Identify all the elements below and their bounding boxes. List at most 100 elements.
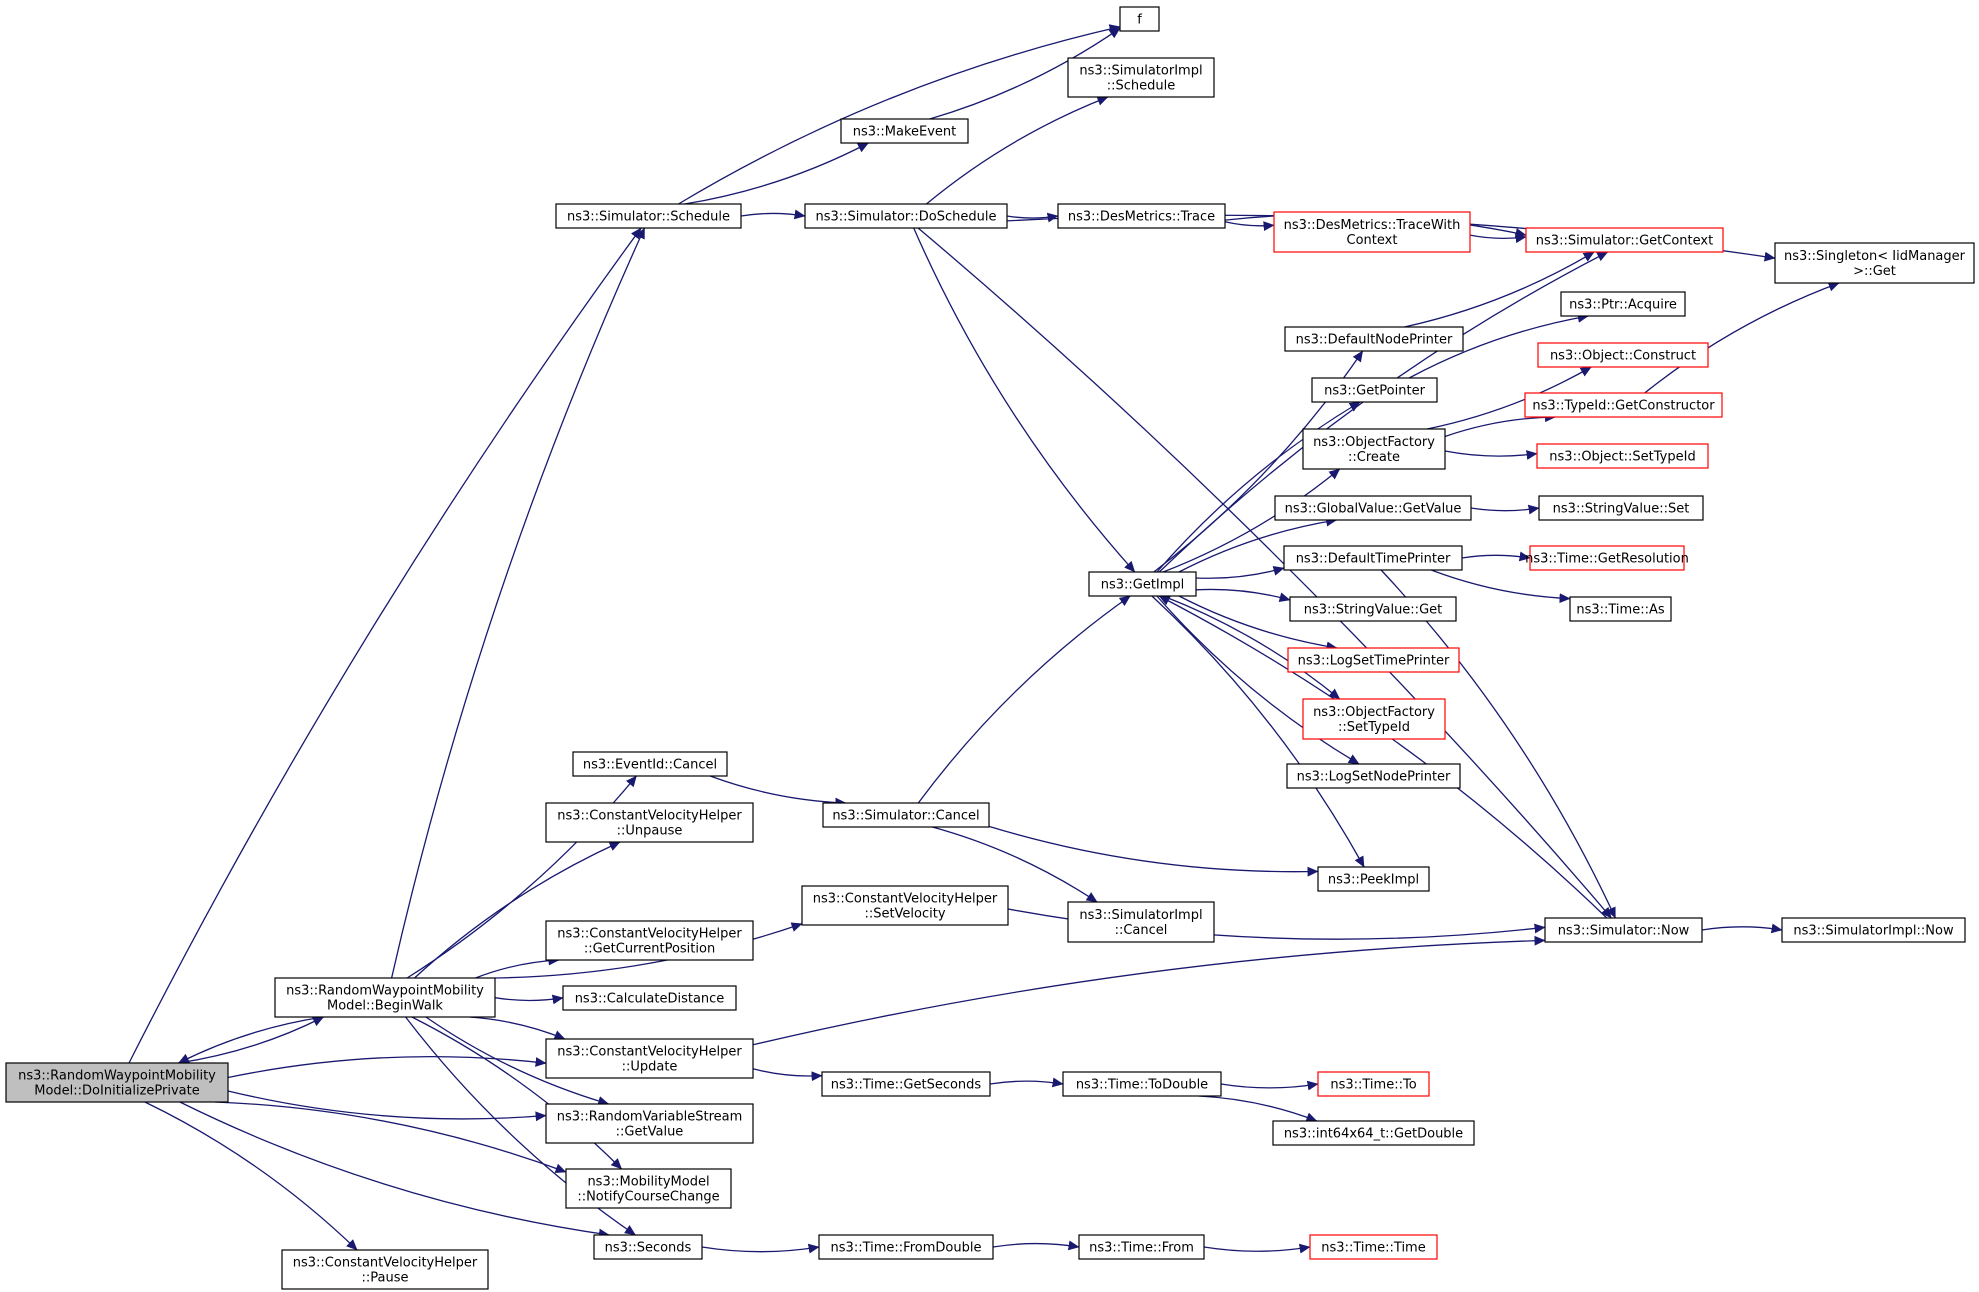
node-label: ns3::TypeId::GetConstructor bbox=[1532, 399, 1715, 414]
node-singleton-get[interactable]: ns3::Singleton< IidManager>::Get bbox=[1774, 242, 1975, 284]
node-cvh-unpause[interactable]: ns3::ConstantVelocityHelper::Unpause bbox=[545, 802, 754, 843]
node-label: ns3::int64x64_t::GetDouble bbox=[1284, 1127, 1463, 1142]
edge-begin_walk-to-cvh_unpause bbox=[414, 841, 621, 979]
node-simimpl-schedule[interactable]: ns3::SimulatorImpl::Schedule bbox=[1067, 57, 1215, 98]
edge-get_pointer-to-ptr_acquire bbox=[1408, 312, 1589, 379]
node-time-todouble[interactable]: ns3::Time::ToDouble bbox=[1062, 1071, 1222, 1097]
node-box bbox=[1302, 698, 1446, 740]
node-label: Model::BeginWalk bbox=[327, 999, 443, 1014]
edge-begin_walk-to-cvh_setvelocity bbox=[494, 922, 803, 979]
node-label: ns3::MakeEvent bbox=[853, 125, 957, 140]
node-default-time-printer[interactable]: ns3::DefaultTimePrinter bbox=[1283, 545, 1463, 571]
node-label: ns3::GetImpl bbox=[1101, 578, 1185, 593]
node-objfactory-settypeid[interactable]: ns3::ObjectFactory::SetTypeId bbox=[1302, 698, 1446, 740]
edge-time_getseconds-to-time_todouble bbox=[989, 1077, 1064, 1088]
node-get-pointer[interactable]: ns3::GetPointer bbox=[1311, 377, 1438, 403]
node-box bbox=[1317, 1071, 1430, 1097]
node-label: ::SetTypeId bbox=[1338, 720, 1410, 735]
node-label: ::GetCurrentPosition bbox=[584, 942, 715, 957]
edge-begin_walk-to-calculate_distance bbox=[494, 994, 564, 1005]
node-peek-impl[interactable]: ns3::PeekImpl bbox=[1317, 866, 1430, 892]
node-ptr-acquire[interactable]: ns3::Ptr::Acquire bbox=[1560, 291, 1686, 317]
node-box bbox=[5, 1062, 229, 1103]
node-box bbox=[1273, 211, 1471, 253]
node-label: ::Cancel bbox=[1115, 923, 1168, 938]
node-simimpl-now[interactable]: ns3::SimulatorImpl::Now bbox=[1781, 917, 1966, 943]
node-time-as[interactable]: ns3::Time::As bbox=[1569, 596, 1672, 622]
edge-get_impl-to-default_time_printer bbox=[1195, 566, 1285, 579]
node-begin-walk[interactable]: ns3::RandomWaypointMobilityModel::BeginW… bbox=[274, 977, 496, 1018]
node-mm-notifycoursechange[interactable]: ns3::MobilityModel::NotifyCourseChange bbox=[565, 1168, 732, 1209]
edge-sim_now-to-get_impl bbox=[1158, 595, 1608, 919]
node-label: ns3::ConstantVelocityHelper bbox=[813, 892, 998, 907]
node-box bbox=[281, 1249, 489, 1290]
edge-get_impl-to-stringvalue_get bbox=[1195, 588, 1291, 603]
edge-sim_doschedule-to-get_impl bbox=[913, 227, 1136, 573]
node-label: ns3::Time::GetResolution bbox=[1525, 552, 1689, 567]
node-seconds[interactable]: ns3::Seconds bbox=[593, 1234, 703, 1260]
node-stringvalue-set[interactable]: ns3::StringValue::Set bbox=[1538, 495, 1704, 521]
node-box bbox=[1560, 291, 1686, 317]
node-rvs-getvalue[interactable]: ns3::RandomVariableStream::GetValue bbox=[545, 1103, 754, 1144]
node-default-node-printer[interactable]: ns3::DefaultNodePrinter bbox=[1284, 326, 1464, 352]
edge-cvh_update-to-time_getseconds bbox=[752, 1068, 823, 1082]
node-label: ns3::SimulatorImpl bbox=[1079, 908, 1202, 923]
node-get-impl[interactable]: ns3::GetImpl bbox=[1088, 571, 1197, 597]
node-sim-getcontext[interactable]: ns3::Simulator::GetContext bbox=[1525, 227, 1724, 253]
node-calculate-distance[interactable]: ns3::CalculateDistance bbox=[562, 985, 737, 1011]
node-cvh-update[interactable]: ns3::ConstantVelocityHelper::Update bbox=[545, 1038, 754, 1079]
node-des-trace[interactable]: ns3::DesMetrics::Trace bbox=[1057, 203, 1226, 229]
node-time-getseconds[interactable]: ns3::Time::GetSeconds bbox=[821, 1071, 991, 1097]
node-label: ns3::Time::ToDouble bbox=[1076, 1078, 1208, 1093]
node-typeid-getconstructor[interactable]: ns3::TypeId::GetConstructor bbox=[1524, 392, 1723, 418]
node-f[interactable]: f bbox=[1119, 6, 1160, 32]
node-label: ns3::RandomWaypointMobility bbox=[18, 1069, 216, 1084]
node-time-time[interactable]: ns3::Time::Time bbox=[1309, 1234, 1438, 1260]
node-label: ns3::DefaultNodePrinter bbox=[1296, 333, 1453, 348]
node-root[interactable]: ns3::RandomWaypointMobilityModel::DoInit… bbox=[5, 1062, 229, 1103]
edge-root-to-seconds bbox=[179, 1101, 610, 1239]
node-box bbox=[565, 1168, 732, 1209]
node-label: ns3::Time::As bbox=[1576, 603, 1665, 618]
node-label: ::Update bbox=[622, 1060, 678, 1075]
edge-get_impl-to-globalvalue_getvalue bbox=[1178, 516, 1338, 573]
node-int64x64-getdouble[interactable]: ns3::int64x64_t::GetDouble bbox=[1272, 1120, 1475, 1146]
edge-typeid_getconstructor-to-singleton_get bbox=[1644, 282, 1840, 394]
node-log-settimeprinter[interactable]: ns3::LogSetTimePrinter bbox=[1287, 647, 1460, 673]
edge-root-to-cvh_update bbox=[227, 1056, 547, 1079]
node-label: ns3::Time::Time bbox=[1321, 1241, 1425, 1256]
node-log-setnodeprinter[interactable]: ns3::LogSetNodePrinter bbox=[1286, 763, 1461, 789]
node-label: ns3::SimulatorImpl::Now bbox=[1793, 924, 1954, 939]
node-sim-schedule[interactable]: ns3::Simulator::Schedule bbox=[555, 203, 742, 229]
node-objfactory-create[interactable]: ns3::ObjectFactory::Create bbox=[1302, 428, 1446, 470]
node-time-from[interactable]: ns3::Time::From bbox=[1078, 1234, 1205, 1260]
node-globalvalue-getvalue[interactable]: ns3::GlobalValue::GetValue bbox=[1274, 495, 1472, 521]
node-cvh-getcurrentposition[interactable]: ns3::ConstantVelocityHelper::GetCurrentP… bbox=[545, 920, 754, 961]
edge-sim_schedule-to-f bbox=[678, 24, 1121, 205]
node-box bbox=[1536, 443, 1709, 469]
node-time-to[interactable]: ns3::Time::To bbox=[1317, 1071, 1430, 1097]
node-simimpl-cancel[interactable]: ns3::SimulatorImpl::Cancel bbox=[1067, 901, 1215, 943]
node-stringvalue-get[interactable]: ns3::StringValue::Get bbox=[1289, 596, 1457, 622]
node-cvh-pause[interactable]: ns3::ConstantVelocityHelper::Pause bbox=[281, 1249, 489, 1290]
node-time-fromdouble[interactable]: ns3::Time::FromDouble bbox=[818, 1234, 994, 1260]
node-label: ns3::SimulatorImpl bbox=[1079, 64, 1202, 79]
node-sim-doschedule[interactable]: ns3::Simulator::DoSchedule bbox=[804, 203, 1008, 229]
node-eventid-cancel[interactable]: ns3::EventId::Cancel bbox=[572, 751, 728, 777]
node-make-event[interactable]: ns3::MakeEvent bbox=[840, 118, 969, 144]
node-cvh-setvelocity[interactable]: ns3::ConstantVelocityHelper::SetVelocity bbox=[801, 885, 1009, 926]
node-object-construct[interactable]: ns3::Object::Construct bbox=[1537, 342, 1709, 368]
node-time-getresolution[interactable]: ns3::Time::GetResolution bbox=[1525, 545, 1689, 571]
edge-begin_walk-to-sim_schedule bbox=[390, 227, 646, 979]
node-object-settypeid[interactable]: ns3::Object::SetTypeId bbox=[1536, 443, 1709, 469]
edge-get_impl-to-peek_impl bbox=[1151, 595, 1365, 868]
edge-default_node_printer-to-sim_getcontext bbox=[1404, 251, 1595, 328]
node-label: ns3::ConstantVelocityHelper bbox=[557, 1045, 742, 1060]
node-label: ns3::ObjectFactory bbox=[1313, 705, 1435, 720]
node-sim-now[interactable]: ns3::Simulator::Now bbox=[1544, 917, 1703, 943]
edge-sim_cancel-to-peek_impl bbox=[988, 825, 1319, 877]
node-box bbox=[1525, 227, 1724, 253]
edge-begin_walk-to-cvh_update bbox=[469, 1016, 566, 1040]
node-sim-cancel[interactable]: ns3::Simulator::Cancel bbox=[822, 802, 990, 828]
